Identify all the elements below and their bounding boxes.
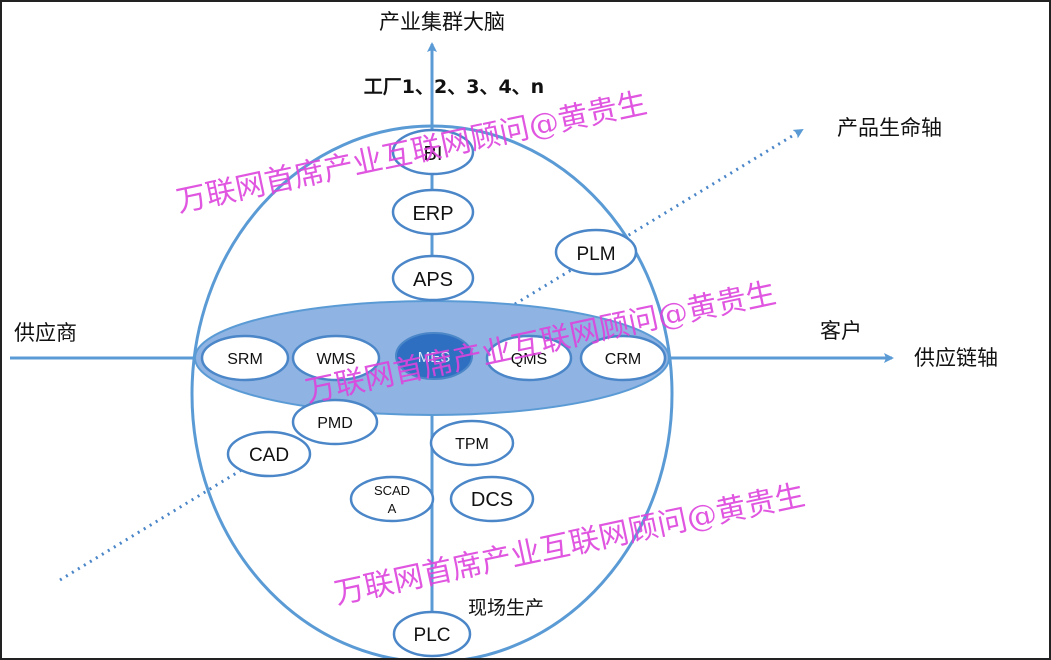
node-wms[interactable]: WMS xyxy=(291,334,381,382)
node-srm[interactable]: SRM xyxy=(200,334,290,382)
node-srm-label: SRM xyxy=(227,351,263,368)
node-erp[interactable]: ERP xyxy=(391,188,475,236)
top-axis-label: 产业集群大脑 xyxy=(379,10,505,34)
node-plm[interactable]: PLM xyxy=(554,228,638,276)
node-pmd-label: PMD xyxy=(317,415,353,432)
node-pmd[interactable]: PMD xyxy=(291,398,379,446)
node-wms-label: WMS xyxy=(316,351,355,368)
node-qms[interactable]: QMS xyxy=(485,334,573,382)
node-cad[interactable]: CAD xyxy=(226,430,312,478)
field-production-label: 现场生产 xyxy=(468,597,544,619)
node-tpm-label: TPM xyxy=(455,436,489,453)
node-scada-label-line1: SCAD xyxy=(374,483,410,498)
node-bi-label: BI xyxy=(424,143,443,165)
node-plm-label: PLM xyxy=(576,244,615,265)
node-bi[interactable]: BI xyxy=(391,128,475,176)
factories-label: 工厂1、2、3、4、n xyxy=(364,76,544,98)
node-cad-label: CAD xyxy=(249,445,289,466)
node-mes[interactable]: MES xyxy=(395,332,473,380)
node-plc-label: PLC xyxy=(414,625,451,646)
node-plc[interactable]: PLC xyxy=(392,610,472,658)
product-axis-label: 产品生命轴 xyxy=(837,116,942,140)
node-qms-label: QMS xyxy=(511,351,547,368)
node-dcs[interactable]: DCS xyxy=(449,475,535,523)
node-scada-label-line2: A xyxy=(388,501,397,516)
node-crm-label: CRM xyxy=(605,351,641,368)
node-mes-label: MES xyxy=(418,349,451,366)
node-aps-label: APS xyxy=(413,269,453,291)
node-erp-label: ERP xyxy=(412,203,453,225)
supplier-label: 供应商 xyxy=(14,321,77,345)
supply-chain-axis-label: 供应链轴 xyxy=(914,346,998,370)
node-scada[interactable]: SCAD A xyxy=(349,475,435,523)
node-crm[interactable]: CRM xyxy=(579,334,667,382)
node-aps[interactable]: APS xyxy=(391,254,475,302)
node-dcs-label: DCS xyxy=(471,489,513,511)
customer-label: 客户 xyxy=(820,319,862,343)
node-tpm[interactable]: TPM xyxy=(429,419,515,467)
